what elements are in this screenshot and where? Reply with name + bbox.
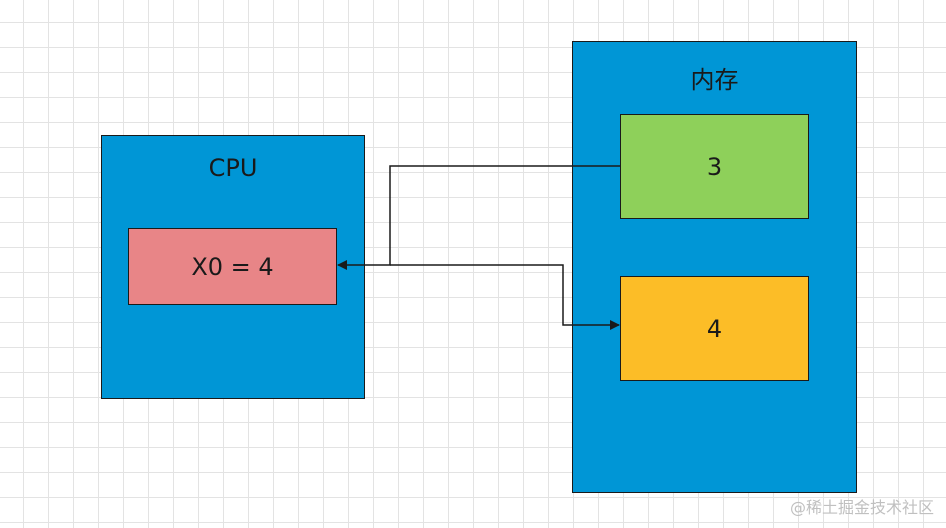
register-x0: X0 = 4 — [128, 228, 337, 305]
load-arrow — [337, 165, 620, 270]
memory-cell-1: 3 — [620, 114, 809, 219]
memory-cell-2: 4 — [620, 276, 809, 381]
memory-title: 内存 — [690, 66, 739, 94]
cpu-title: CPU — [208, 154, 258, 182]
store-arrow — [390, 264, 620, 330]
watermark: @稀土掘金技术社区 — [789, 498, 934, 517]
